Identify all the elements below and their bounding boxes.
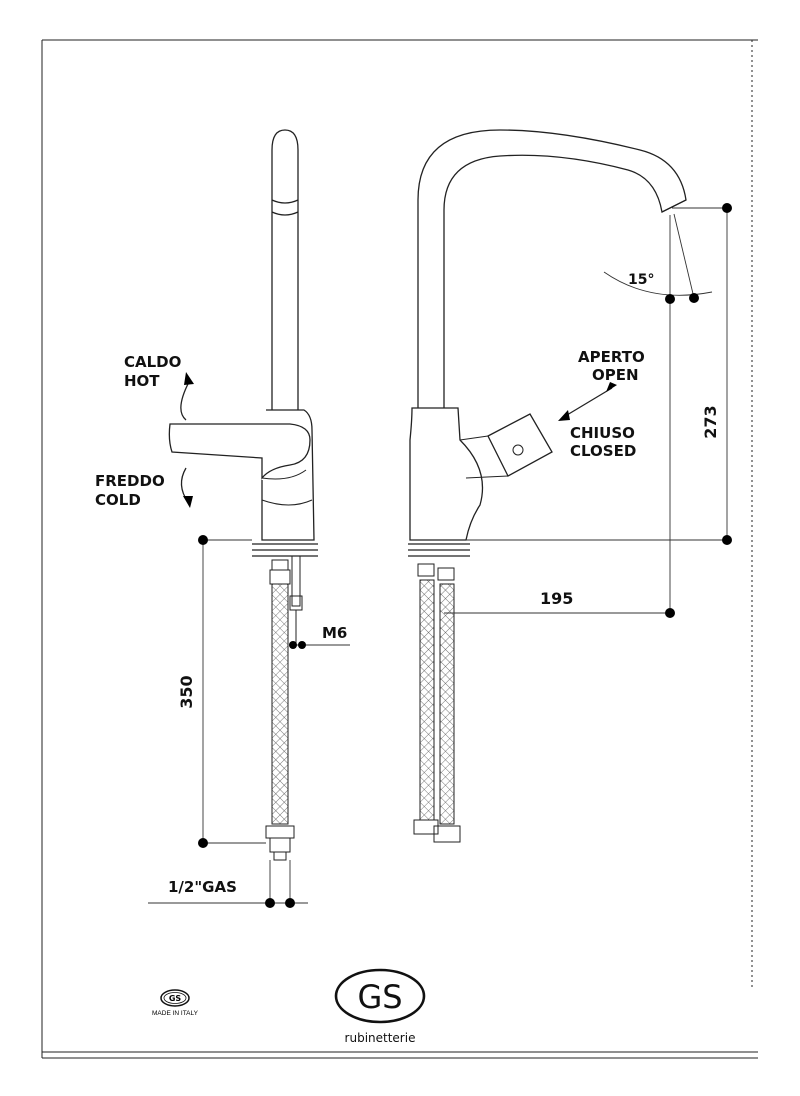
label-aperto: APERTO [578, 348, 645, 366]
sheet-frame [41, 39, 758, 1059]
brand-logo-text: GS [357, 978, 402, 1016]
label-hot: HOT [124, 372, 160, 390]
brand-name-text: rubinetterie [345, 1031, 416, 1045]
made-in-text: MADE IN ITALY [152, 1010, 199, 1017]
dim-thread-m6: M6 [322, 624, 347, 642]
annotations: CALDO HOT FREDDO COLD APERTO OPEN CHIUSO… [95, 272, 720, 896]
dim-spout-height: 273 [701, 405, 720, 438]
badge-text: GS [169, 994, 182, 1003]
dim-hose-length: 350 [177, 675, 196, 708]
gs-brand-logo: GS rubinetterie [334, 968, 426, 1045]
dim-spout-reach: 195 [540, 589, 573, 608]
faucet-side-view [168, 129, 318, 861]
label-freddo: FREDDO [95, 472, 165, 490]
label-cold: COLD [95, 491, 141, 509]
label-open: OPEN [592, 366, 639, 384]
dimension-lines [148, 203, 732, 908]
label-angle: 15° [628, 272, 654, 288]
made-in-italy-badge: GS MADE IN ITALY [152, 989, 199, 1017]
dim-gas-connection: 1/2"GAS [168, 878, 237, 896]
label-chiuso: CHIUSO [570, 424, 635, 442]
label-closed: CLOSED [570, 442, 636, 460]
faucet-front-view [408, 129, 687, 843]
label-caldo: CALDO [124, 353, 181, 371]
